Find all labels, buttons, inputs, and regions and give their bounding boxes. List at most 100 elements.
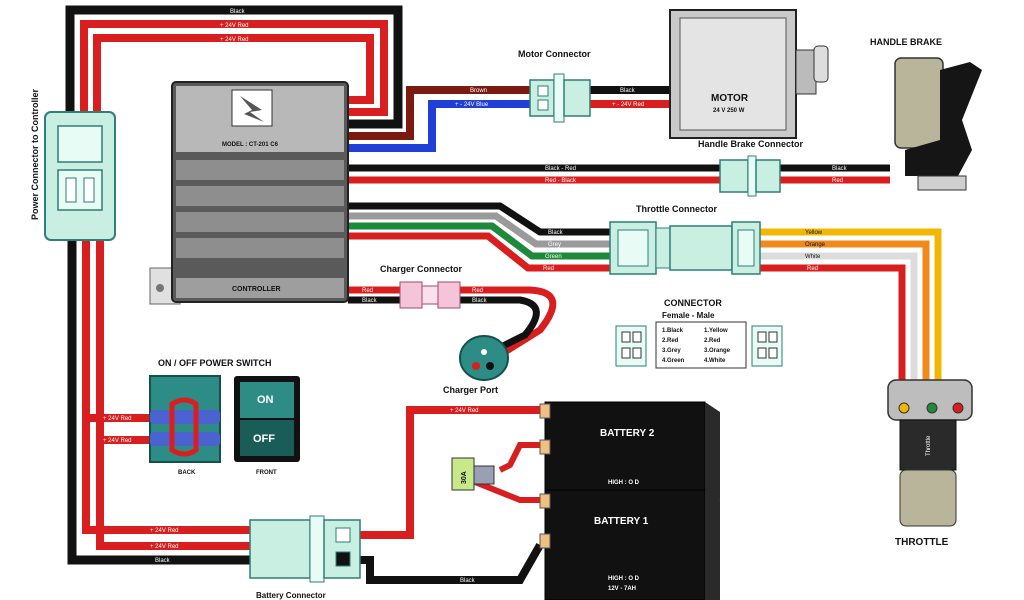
wire-label-thr-red-2: Red bbox=[807, 266, 818, 272]
battery-connector-label: Battery Connector bbox=[256, 591, 326, 600]
controller bbox=[149, 81, 349, 305]
motor-connector bbox=[529, 73, 591, 123]
handle-brake-connector-label: Handle Brake Connector bbox=[698, 139, 804, 149]
pinout-subtitle: Female - Male bbox=[662, 311, 715, 320]
wire-thr-yellow bbox=[760, 228, 942, 380]
switch-on-label: ON bbox=[257, 394, 274, 406]
motor-spec: 24 V 250 W bbox=[713, 108, 745, 114]
handle-brake-label: HANDLE BRAKE bbox=[870, 37, 942, 47]
power-switch-front bbox=[234, 376, 300, 462]
pinout-female-2: 2.Red bbox=[662, 338, 679, 344]
wire-thr-green bbox=[348, 222, 610, 260]
motor bbox=[669, 9, 829, 139]
throttle-grip-label: Throttle bbox=[926, 435, 932, 456]
wire-red-left-2 bbox=[96, 240, 250, 550]
wire-charger-black bbox=[348, 296, 540, 354]
wire-label-black-bottom: Black bbox=[155, 558, 171, 564]
wire-label-brake-1: Black - Red bbox=[545, 166, 576, 172]
power-switch-back bbox=[149, 375, 221, 463]
controller-model: MODEL : CT-201 C6 bbox=[222, 142, 279, 148]
wire-red-top-loop-1 bbox=[80, 20, 388, 116]
switch-off-label: OFF bbox=[253, 433, 275, 445]
wire-label-red-motor: + - 24V Red bbox=[612, 102, 644, 108]
battery-1-spec-1: HIGH : O D bbox=[608, 576, 640, 582]
throttle bbox=[887, 379, 973, 527]
motor-label: MOTOR bbox=[711, 93, 749, 104]
wire-black-left bbox=[67, 240, 250, 565]
wire-batt-link-1 bbox=[498, 442, 545, 473]
controller-label: CONTROLLER bbox=[232, 286, 281, 293]
charger-port bbox=[459, 335, 509, 381]
wire-thr-black bbox=[348, 202, 610, 236]
wire-label-ch-red: Red bbox=[362, 288, 373, 294]
battery-1-spec-2: 12V - 7AH bbox=[608, 586, 636, 592]
wire-label-red-top-1: + 24V Red bbox=[220, 23, 249, 29]
pinout-female-4: 4.Green bbox=[662, 358, 685, 364]
wire-blue-motor bbox=[348, 100, 530, 152]
pinout-male-1: 1.Yellow bbox=[704, 328, 728, 334]
wire-label-blue: + - 24V Blue bbox=[455, 102, 489, 108]
wire-label-ch-black-2: Black bbox=[472, 298, 488, 304]
throttle-connector bbox=[609, 221, 761, 275]
wire-label-brown: Brown bbox=[470, 88, 487, 94]
wire-label-switch-2: + 24V Red bbox=[103, 438, 132, 444]
pinout-male-4: 4.White bbox=[704, 358, 726, 364]
wire-charger-red bbox=[348, 286, 557, 358]
fuse-label: 30A bbox=[461, 471, 468, 484]
wire-label-red-bottom-1: + 24V Red bbox=[150, 528, 179, 534]
battery-connector bbox=[249, 515, 361, 583]
handle-brake-connector bbox=[719, 155, 781, 197]
wire-thr-orange bbox=[760, 240, 930, 380]
wire-label-thr-white: White bbox=[805, 254, 821, 260]
wire-red-left-1 bbox=[82, 240, 250, 534]
power-switch-label: ON / OFF POWER SWITCH bbox=[158, 358, 272, 368]
switch-front-label: FRONT bbox=[256, 470, 277, 476]
pinout-title: CONNECTOR bbox=[664, 298, 722, 308]
wire-label-brake-2: Red - Black bbox=[545, 178, 577, 184]
pinout-female-3: 3.Grey bbox=[662, 348, 681, 354]
power-connector bbox=[44, 111, 116, 241]
wire-black-top-loop bbox=[65, 5, 403, 129]
battery-1 bbox=[539, 489, 720, 600]
wire-label-red-top-2: + 24V Red bbox=[220, 37, 249, 43]
wire-label-batt-black: Black bbox=[460, 578, 476, 584]
battery-2-spec: HIGH : O D bbox=[608, 480, 640, 486]
connector-pinout: CONNECTOR Female - Male 1.Black 2.Red 3.… bbox=[615, 298, 783, 369]
wire-batt-red bbox=[360, 406, 540, 539]
wire-label-switch-1: + 24V Red bbox=[103, 416, 132, 422]
charger-connector bbox=[399, 281, 461, 309]
battery-1-label: BATTERY 1 bbox=[594, 516, 649, 527]
motor-connector-label: Motor Connector bbox=[518, 49, 591, 59]
wire-label-thr-orange: Orange bbox=[805, 242, 826, 248]
wire-batt-black bbox=[360, 543, 544, 584]
power-connector-label: Power Connector to Controller bbox=[30, 88, 40, 220]
wire-label-black-top: Black bbox=[230, 9, 246, 15]
pinout-female-1: 1.Black bbox=[662, 328, 684, 334]
throttle-connector-label: Throttle Connector bbox=[636, 204, 717, 214]
charger-port-label: Charger Port bbox=[443, 385, 498, 395]
wire-label-brake-4: Red bbox=[832, 178, 843, 184]
wire-thr-white bbox=[760, 252, 918, 380]
throttle-label: THROTTLE bbox=[895, 537, 949, 548]
wire-label-ch-red-2: Red bbox=[472, 288, 483, 294]
controller-logo-icon bbox=[240, 96, 264, 122]
wire-label-thr-grey: Grey bbox=[548, 242, 561, 248]
wire-brown-motor bbox=[348, 86, 530, 140]
wire-thr-grey bbox=[348, 212, 610, 248]
wire-label-ch-black: Black bbox=[362, 298, 378, 304]
wire-label-thr-red: Red bbox=[543, 266, 554, 272]
wire-thr-red-2 bbox=[760, 264, 906, 380]
handle-brake bbox=[894, 57, 982, 191]
wire-label-thr-black: Black bbox=[548, 230, 564, 236]
charger-connector-label: Charger Connector bbox=[380, 264, 463, 274]
wire-label-red-bottom-2: + 24V Red bbox=[150, 544, 179, 550]
wire-label-brake-3: Black bbox=[832, 166, 848, 172]
wire-label-thr-green: Green bbox=[545, 254, 562, 260]
switch-back-label: BACK bbox=[178, 470, 196, 476]
wire-label-batt-red: + 24V Red bbox=[450, 408, 479, 414]
wire-batt-link-2 bbox=[468, 477, 545, 503]
pinout-male-3: 3.Orange bbox=[704, 348, 731, 354]
battery-2 bbox=[539, 401, 720, 500]
wire-red-top-loop-2 bbox=[93, 34, 374, 112]
